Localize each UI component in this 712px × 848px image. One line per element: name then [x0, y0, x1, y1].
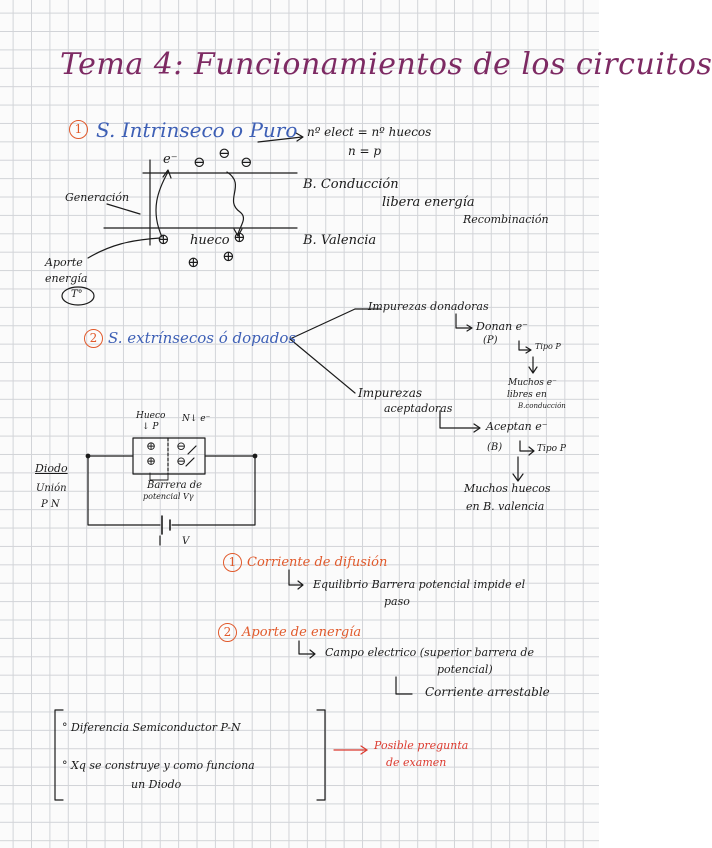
donor-type: Tipo P: [535, 342, 561, 351]
arrow-to-equation: [257, 136, 303, 143]
releases-energy-label: libera energía: [382, 195, 475, 210]
recombination-arrow: [226, 171, 245, 235]
handwritten-notes: Tema 4: Funcionamientos de los circuitos…: [35, 50, 712, 801]
section-2-number: 2: [84, 329, 103, 348]
acceptor-result: en B. valencia: [466, 500, 545, 513]
electron-symbol: ⊖: [193, 153, 206, 171]
battery-symbol: [161, 515, 171, 535]
carrier-equation-short: n = p: [348, 144, 382, 158]
electron-symbol: ⊖: [218, 144, 231, 162]
branch-lines: [289, 308, 356, 394]
energy-input-label: energía: [45, 272, 88, 285]
acceptor-impurities: Impurezas: [358, 386, 423, 400]
donor-impurities: Impurezas donadoras: [368, 300, 489, 313]
barrier-label: potencial Vγ: [143, 492, 194, 501]
point-2-detail: Campo electrico (superior barrera de: [325, 646, 534, 659]
diode-electron-symbol: ⊖: [176, 454, 187, 468]
band-conduction-label: B. Conducción: [303, 177, 399, 192]
point-2-detail: Corriente arrestable: [425, 685, 550, 699]
acceptor-type: Tipo P: [537, 444, 566, 454]
battery-voltage: V: [182, 536, 190, 547]
barrier-label: Barrera de: [147, 480, 203, 491]
exam-item-2: ° Xq se construye y como funciona: [62, 759, 255, 772]
acceptor-element: (B): [487, 442, 503, 453]
hole-symbol: ⊕: [233, 228, 246, 246]
section-1-heading: S. Intrinseco o Puro: [96, 118, 298, 142]
diode-hole-symbol: ⊕: [146, 439, 157, 453]
sketch-layer: [54, 132, 538, 801]
diode-label: Unión: [36, 483, 67, 494]
generation-label: Generación: [65, 191, 130, 204]
exam-note: de examen: [386, 756, 447, 769]
band-valence-label: B. Valencia: [303, 233, 377, 248]
recombination-label: Recombinación: [463, 213, 549, 226]
carrier-equation: nº elect = nº huecos: [307, 125, 432, 139]
donor-element: (P): [483, 335, 498, 346]
temperature-circle: [61, 286, 95, 306]
hole-symbol: ⊕: [187, 253, 200, 271]
donor-result: Muchos e⁻: [508, 378, 557, 388]
diode-label: P N: [41, 499, 60, 510]
exam-item-1: ° Diferencia Semiconductor P-N: [62, 721, 241, 734]
point-1-title: Corriente de difusión: [247, 555, 388, 570]
hole-symbol: ⊕: [222, 247, 235, 265]
point-2-title: Aporte de energía: [242, 625, 362, 640]
generation-arrow: [155, 171, 169, 238]
point-2-detail: potencial): [437, 663, 493, 676]
electron-symbol: ⊖: [240, 153, 253, 171]
energy-input-label: Aporte: [45, 256, 83, 269]
acceptor-accept: Aceptan e⁻: [486, 420, 548, 433]
hole-symbol: ⊕: [157, 230, 170, 248]
diode-junction-box: [132, 437, 206, 475]
energy-input-arrow: [87, 237, 161, 259]
temperature-label: T°: [71, 289, 83, 300]
page-title: Tema 4: Funcionamientos de los circuitos: [60, 47, 712, 82]
point-1-detail: Equilibrio Barrera potencial impide el: [313, 578, 526, 591]
diode-electron-symbol: ⊖: [176, 439, 187, 453]
point-1-number: 1: [223, 553, 242, 572]
exam-item-2: un Diodo: [131, 778, 182, 791]
diode-p-label: ↓ P: [142, 422, 159, 432]
electron-label: e⁻: [163, 152, 178, 167]
acceptor-result: Muchos huecos: [464, 482, 551, 495]
donor-result: libres en: [507, 390, 547, 400]
diode-hole-label: Hueco: [136, 411, 166, 421]
point-1-detail: paso: [384, 595, 410, 608]
section-1-number: 1: [69, 120, 88, 139]
exam-note: Posible pregunta: [374, 739, 469, 752]
diode-label: Diodo: [35, 462, 68, 475]
acceptor-impurities: aceptadoras: [384, 402, 453, 415]
hole-label: hueco: [190, 233, 230, 248]
section-2-heading: S. extrínsecos ó dopados: [108, 329, 297, 347]
donor-result: B.conducción: [518, 402, 566, 410]
donor-donate: Donan e⁻: [476, 320, 528, 333]
point-2-number: 2: [218, 623, 237, 642]
diode-n-label: N↓ e⁻: [182, 414, 211, 424]
diode-hole-symbol: ⊕: [146, 454, 157, 468]
exam-bracket-left: [54, 709, 64, 801]
exam-bracket-right: [316, 709, 326, 801]
